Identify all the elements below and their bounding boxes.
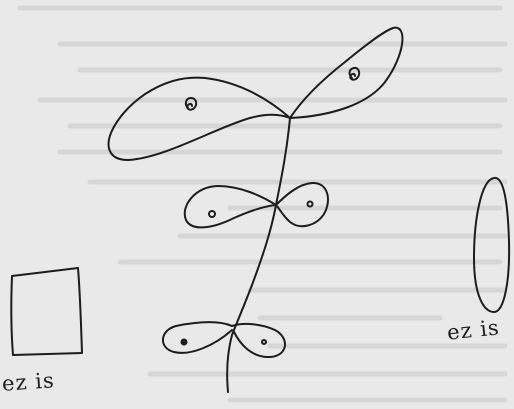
top-right-spiral: [350, 68, 360, 80]
square-shape: [11, 268, 82, 355]
top-right-leaf: [290, 28, 402, 118]
plant-stem: [227, 118, 290, 392]
middle-right-leaf: [276, 183, 328, 226]
ellipse-shape: [474, 178, 509, 312]
top-left-leaf: [109, 78, 290, 160]
bottom-right-dot: [262, 340, 266, 344]
bottom-right-leaf: [232, 324, 285, 357]
middle-left-dot: [209, 211, 215, 217]
middle-left-leaf: [185, 186, 276, 227]
bottom-left-leaf: [163, 322, 232, 353]
top-left-spiral: [186, 98, 196, 110]
label-left: ez is: [1, 368, 55, 396]
middle-right-dot: [308, 202, 313, 207]
bottom-left-dot: [182, 340, 187, 345]
